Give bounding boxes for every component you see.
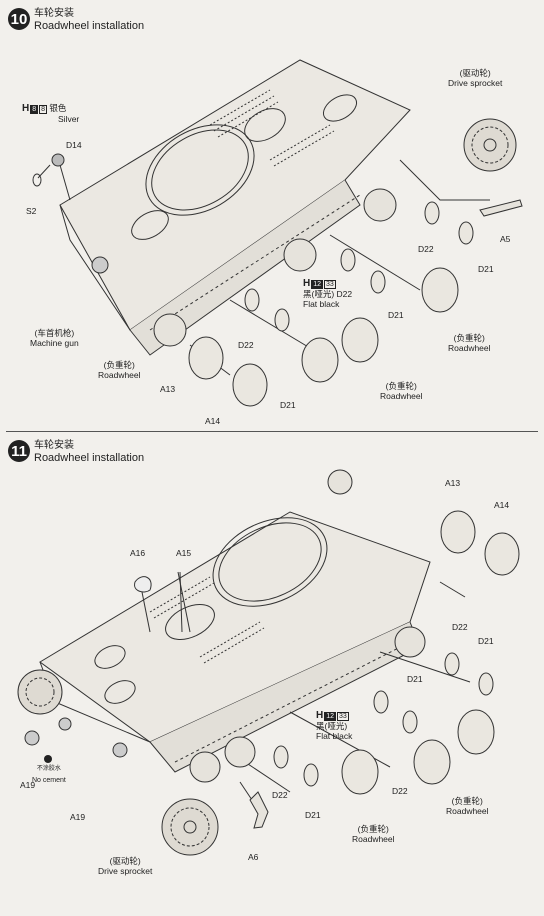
turret-ring <box>145 124 255 216</box>
part-a16 <box>134 576 152 593</box>
drive-sprocket <box>161 798 219 856</box>
label-s2: S2 <box>26 206 37 216</box>
label-d22a: D22 <box>418 244 434 254</box>
part-d14 <box>51 153 65 167</box>
part-a5 <box>479 199 523 217</box>
tank-hull <box>39 511 431 743</box>
step-title-en: Roadwheel installation <box>34 20 145 32</box>
step-10-header: 10 车轮安装 Roadwheel installation <box>8 8 144 32</box>
step-10-drawing <box>32 59 523 407</box>
label-a5: A5 <box>500 234 511 244</box>
label-d22b: D22 <box>392 786 408 796</box>
part-a19 <box>24 730 40 746</box>
no-cement-icon <box>44 755 52 763</box>
label-d22c: D22 <box>238 340 254 350</box>
label-drive-sprocket: (驱动轮)Drive sprocket <box>98 856 153 876</box>
label-a14: A14 <box>205 416 221 426</box>
label-d21b: D21 <box>388 310 404 320</box>
label-d22c: D22 <box>272 790 288 800</box>
label-d21c: D21 <box>305 810 321 820</box>
label-drive-sprocket: (驱动轮)Drive sprocket <box>448 68 503 88</box>
label-a13: A13 <box>160 384 176 394</box>
label-roadwheel-2: (负重轮)Roadwheel <box>352 824 395 844</box>
label-d21b: D21 <box>407 674 423 684</box>
drive-sprocket <box>463 118 517 172</box>
part-a15 <box>179 571 183 633</box>
label-d21c: D21 <box>280 400 296 410</box>
step-11-header: 11 车轮安装 Roadwheel installation <box>8 440 144 464</box>
label-a19a: A19 <box>20 780 36 790</box>
label-roadwheel-3: (负重轮)Roadwheel <box>380 381 423 401</box>
step-title-en: Roadwheel installation <box>34 452 145 464</box>
label-a13: A13 <box>445 478 461 488</box>
label-a6: A6 <box>248 852 259 862</box>
step-11: 11 车轮安装 Roadwheel installation <box>0 432 544 916</box>
turret-ring <box>212 517 328 607</box>
step-11-drawing <box>17 469 520 856</box>
part-a6 <box>249 791 269 829</box>
tank-hull <box>59 59 411 331</box>
road-wheel-d <box>421 267 459 313</box>
machine-gun <box>91 256 109 274</box>
label-a14: A14 <box>494 500 510 510</box>
label-a19b: A19 <box>70 812 86 822</box>
road-wheel-mounted <box>153 313 187 347</box>
label-roadwheel-1: (负重轮)Roadwheel <box>448 333 491 353</box>
label-d21a: D21 <box>478 264 494 274</box>
label-d14: D14 <box>66 140 82 150</box>
road-wheel-a14 <box>484 532 520 576</box>
step-title-cn: 车轮安装 <box>34 8 74 19</box>
label-roadwheel-2: (负重轮)Roadwheel <box>98 360 141 380</box>
label-roadwheel-1: (负重轮)Roadwheel <box>446 796 489 816</box>
label-a16: A16 <box>130 548 146 558</box>
drive-sprocket-front <box>17 669 63 715</box>
road-wheel-a13 <box>440 510 476 554</box>
label-a15: A15 <box>176 548 192 558</box>
step-title-cn: 车轮安装 <box>34 440 74 451</box>
label-d22a: D22 <box>452 622 468 632</box>
step-number: 11 <box>8 440 30 462</box>
label-machine-gun: (车首机枪)Machine gun <box>30 328 79 348</box>
step-divider <box>6 431 538 432</box>
label-d21a: D21 <box>478 636 494 646</box>
step-10: 10 车轮安装 Roadwheel installation <box>0 0 544 432</box>
step-number: 10 <box>8 8 30 30</box>
